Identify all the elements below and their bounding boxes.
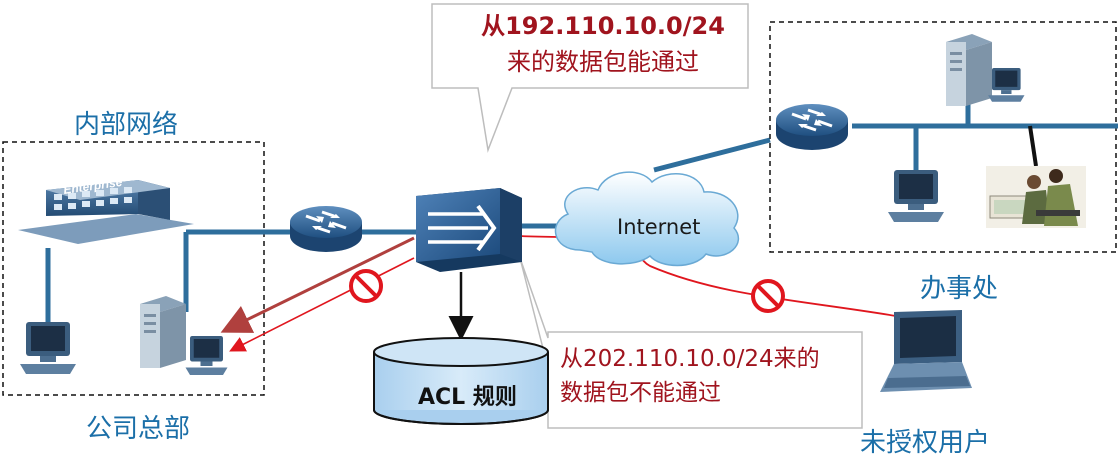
allow-callout-box: [431, 3, 749, 153]
headquarters-label: 公司总部: [86, 414, 191, 444]
headquarters-boundary: [2, 141, 265, 396]
pc-icon: [988, 68, 1025, 102]
unauthorized-user-label: 未授权用户: [860, 428, 991, 458]
deny-icon: [751, 279, 785, 313]
server-icon: [140, 296, 186, 368]
router-icon: [774, 102, 850, 152]
pc-icon: [888, 170, 944, 222]
deny-callout-text: 从202.110.10.0/24来的 数据包不能通过: [560, 342, 860, 410]
office-label: 办事处: [920, 274, 999, 304]
cloud-icon: [554, 171, 740, 267]
router-icon: [288, 204, 364, 254]
allowed-traffic-arrow: [220, 236, 415, 333]
database-icon: [373, 337, 549, 425]
acl-rules-label: ACL 规则: [418, 385, 517, 410]
pc-icon: [20, 322, 76, 374]
laptop-icon: [880, 310, 972, 392]
allow-callout-text: 从192.110.10.0/24 来的数据包能通过: [478, 8, 728, 80]
internet-label: Internet: [617, 215, 701, 239]
building-icon: [18, 180, 194, 244]
deny-callout-line2: 数据包不能通过: [560, 380, 721, 406]
denied-traffic-arrow: [229, 257, 415, 352]
internal-network-label: 内部网络: [74, 110, 179, 140]
pc-icon: [185, 336, 228, 375]
firewall-icon: [416, 188, 522, 272]
allow-callout-line1: 从192.110.10.0/24: [481, 12, 725, 40]
allow-callout-line2: 来的数据包能通过: [507, 48, 699, 76]
users-photo: [986, 166, 1086, 228]
server-icon: [946, 34, 992, 106]
deny-callout-line1: 从202.110.10.0/24来的: [560, 346, 820, 372]
deny-icon: [349, 269, 383, 303]
office-boundary: [769, 21, 1117, 253]
office-user-link: [1028, 125, 1038, 167]
